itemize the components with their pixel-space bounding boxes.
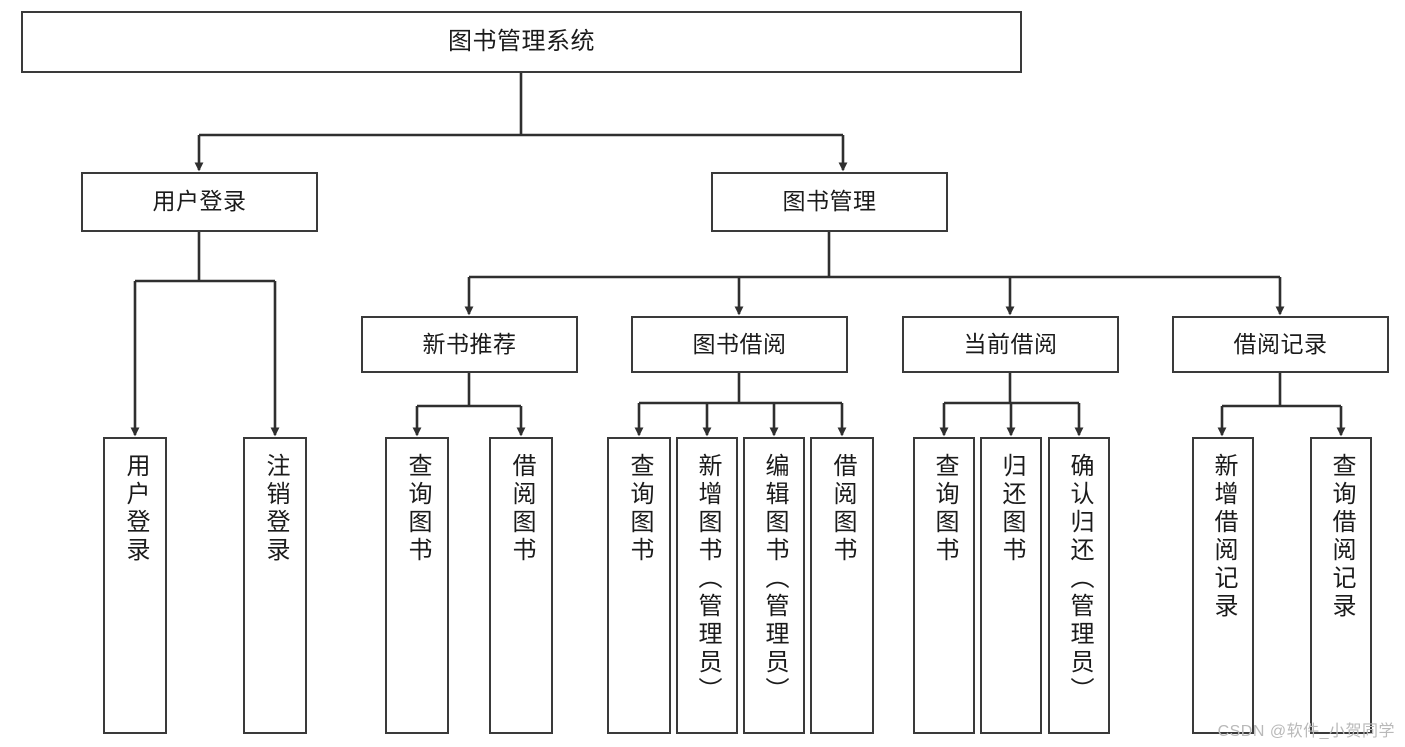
node-leaf-borrow-book-1[interactable]: 借阅图书 xyxy=(489,437,553,734)
node-leaf-edit-book-label: 编辑图书（管理员） xyxy=(761,453,788,705)
node-book-borrow-label: 图书借阅 xyxy=(692,330,787,357)
node-leaf-query-book-1-label: 查询图书 xyxy=(404,453,431,565)
node-leaf-confirm-return-label: 确认归还（管理员） xyxy=(1066,453,1093,705)
node-leaf-user-login-label: 用户登录 xyxy=(122,453,149,565)
node-leaf-return-book-label: 归还图书 xyxy=(998,453,1025,565)
node-root-label: 图书管理系统 xyxy=(448,27,595,55)
node-leaf-query-book-3[interactable]: 查询图书 xyxy=(913,437,975,734)
node-leaf-user-logout-label: 注销登录 xyxy=(262,453,289,565)
node-leaf-confirm-return[interactable]: 确认归还（管理员） xyxy=(1048,437,1110,734)
node-root[interactable]: 图书管理系统 xyxy=(21,11,1022,73)
node-leaf-add-record-label: 新增借阅记录 xyxy=(1210,453,1237,621)
node-user-login[interactable]: 用户登录 xyxy=(81,172,318,232)
node-book-manage-label: 图书管理 xyxy=(782,188,877,215)
node-leaf-borrow-book-1-label: 借阅图书 xyxy=(508,453,535,565)
node-borrow-record-label: 借阅记录 xyxy=(1233,330,1328,357)
node-leaf-user-login[interactable]: 用户登录 xyxy=(103,437,167,734)
node-leaf-borrow-book-2-label: 借阅图书 xyxy=(829,453,856,565)
node-current-borrow-label: 当前借阅 xyxy=(963,330,1058,357)
node-user-login-label: 用户登录 xyxy=(152,188,247,215)
node-book-manage[interactable]: 图书管理 xyxy=(711,172,948,232)
node-leaf-add-book-label: 新增图书（管理员） xyxy=(694,453,721,705)
node-borrow-record[interactable]: 借阅记录 xyxy=(1172,316,1389,373)
node-new-book-rec-label: 新书推荐 xyxy=(422,330,517,357)
node-leaf-edit-book[interactable]: 编辑图书（管理员） xyxy=(743,437,805,734)
node-book-borrow[interactable]: 图书借阅 xyxy=(631,316,848,373)
node-leaf-query-book-3-label: 查询图书 xyxy=(931,453,958,565)
node-leaf-add-record[interactable]: 新增借阅记录 xyxy=(1192,437,1254,734)
node-leaf-query-record-label: 查询借阅记录 xyxy=(1328,453,1355,621)
watermark: CSDN @软件_小贺同学 xyxy=(1217,723,1395,740)
node-leaf-borrow-book-2[interactable]: 借阅图书 xyxy=(810,437,874,734)
node-leaf-user-logout[interactable]: 注销登录 xyxy=(243,437,307,734)
node-current-borrow[interactable]: 当前借阅 xyxy=(902,316,1119,373)
node-new-book-rec[interactable]: 新书推荐 xyxy=(361,316,578,373)
node-leaf-query-book-2[interactable]: 查询图书 xyxy=(607,437,671,734)
node-leaf-query-book-1[interactable]: 查询图书 xyxy=(385,437,449,734)
node-leaf-add-book[interactable]: 新增图书（管理员） xyxy=(676,437,738,734)
node-leaf-return-book[interactable]: 归还图书 xyxy=(980,437,1042,734)
node-leaf-query-record[interactable]: 查询借阅记录 xyxy=(1310,437,1372,734)
node-leaf-query-book-2-label: 查询图书 xyxy=(626,453,653,565)
